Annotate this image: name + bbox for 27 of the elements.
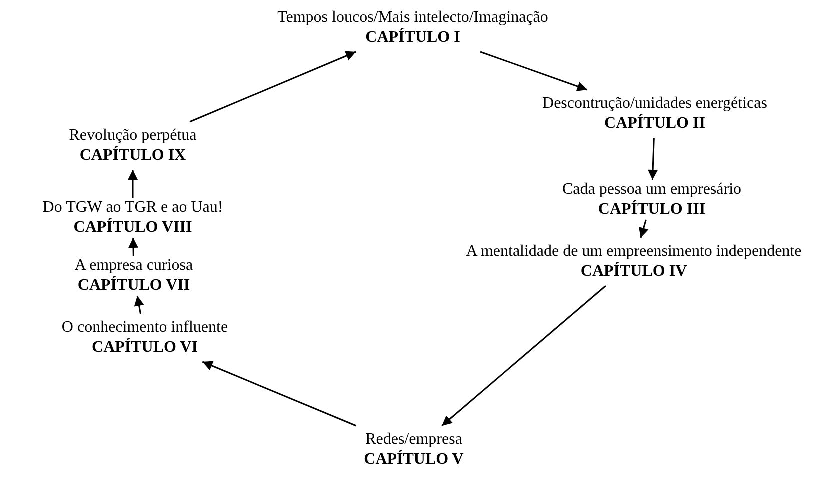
chapter-title: Descontrução/unidades energéticas <box>542 94 768 114</box>
arrow <box>128 170 138 198</box>
chapter-title: Redes/empresa <box>366 430 462 450</box>
chapter-title: A empresa curiosa <box>74 256 194 276</box>
arrow <box>190 51 356 123</box>
chapter-number: CAPÍTULO I <box>366 28 460 48</box>
chapter-number: CAPÍTULO VI <box>92 338 198 358</box>
arrow <box>638 220 649 238</box>
chapter-number: CAPÍTULO III <box>598 200 706 220</box>
chapter-number: CAPÍTULO II <box>604 114 706 134</box>
arrow <box>480 51 588 92</box>
chapter-title: Revolução perpétua <box>69 126 197 146</box>
chapter-number: CAPÍTULO VII <box>78 276 190 296</box>
chapter-title: Do TGW ao TGR e ao Uau! <box>42 198 224 218</box>
arrow <box>202 361 357 427</box>
chapter-number: CAPÍTULO V <box>364 450 464 470</box>
chapter-number: CAPÍTULO IV <box>580 262 688 282</box>
chapter-title: Cada pessoa um empresário <box>562 180 742 200</box>
arrow <box>134 296 144 314</box>
chapter-title: Tempos loucos/Mais intelecto/Imaginação <box>278 8 548 28</box>
arrow <box>442 285 606 427</box>
chapter-title: O conhecimento influente <box>62 318 228 338</box>
arrow <box>648 138 658 180</box>
chapter-number: CAPÍTULO IX <box>80 146 186 166</box>
arrow <box>128 238 139 256</box>
chapter-title: A mentalidade de um empreensimento independente <box>466 242 802 262</box>
chapter-number: CAPÍTULO VIII <box>74 218 192 238</box>
